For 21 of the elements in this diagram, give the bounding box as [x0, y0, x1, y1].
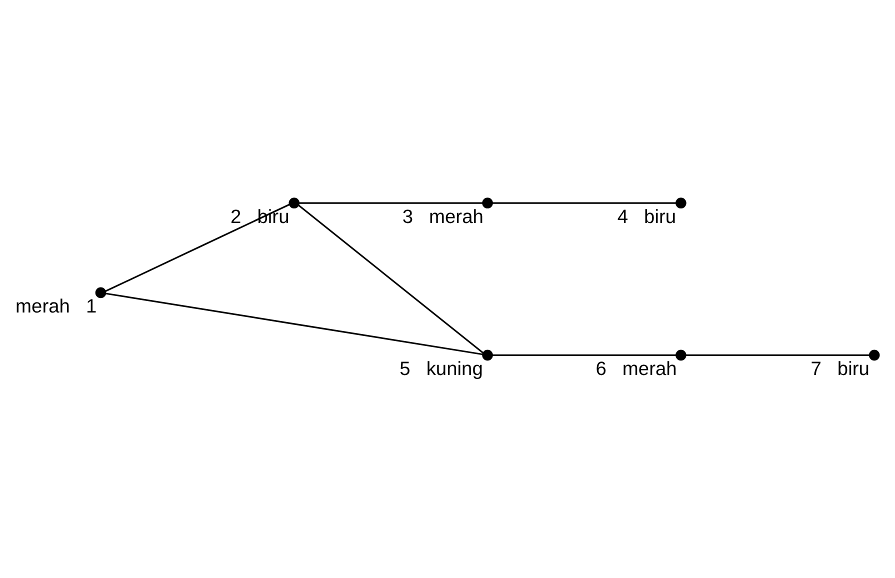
node-circle	[95, 286, 106, 298]
node-label: 5 kuning	[400, 358, 483, 380]
connector	[492, 202, 676, 204]
node-label: 6 merah	[596, 358, 677, 380]
connector	[298, 204, 484, 353]
node-circle	[676, 197, 686, 208]
connector	[106, 292, 483, 355]
node-circle	[482, 197, 493, 208]
node-label: 2 biru	[230, 206, 290, 228]
node-circle	[868, 349, 880, 360]
connector	[686, 354, 870, 356]
connector	[299, 202, 483, 204]
node-label: merah 1	[16, 296, 97, 318]
node-circle	[482, 349, 493, 360]
node-label: 7 biru	[810, 358, 870, 380]
connector	[492, 354, 676, 356]
node-circle	[676, 349, 686, 360]
connector	[105, 203, 290, 292]
node-label: 3 merah	[402, 206, 484, 228]
node-circle	[288, 197, 300, 208]
node-label: 4 biru	[617, 206, 676, 228]
